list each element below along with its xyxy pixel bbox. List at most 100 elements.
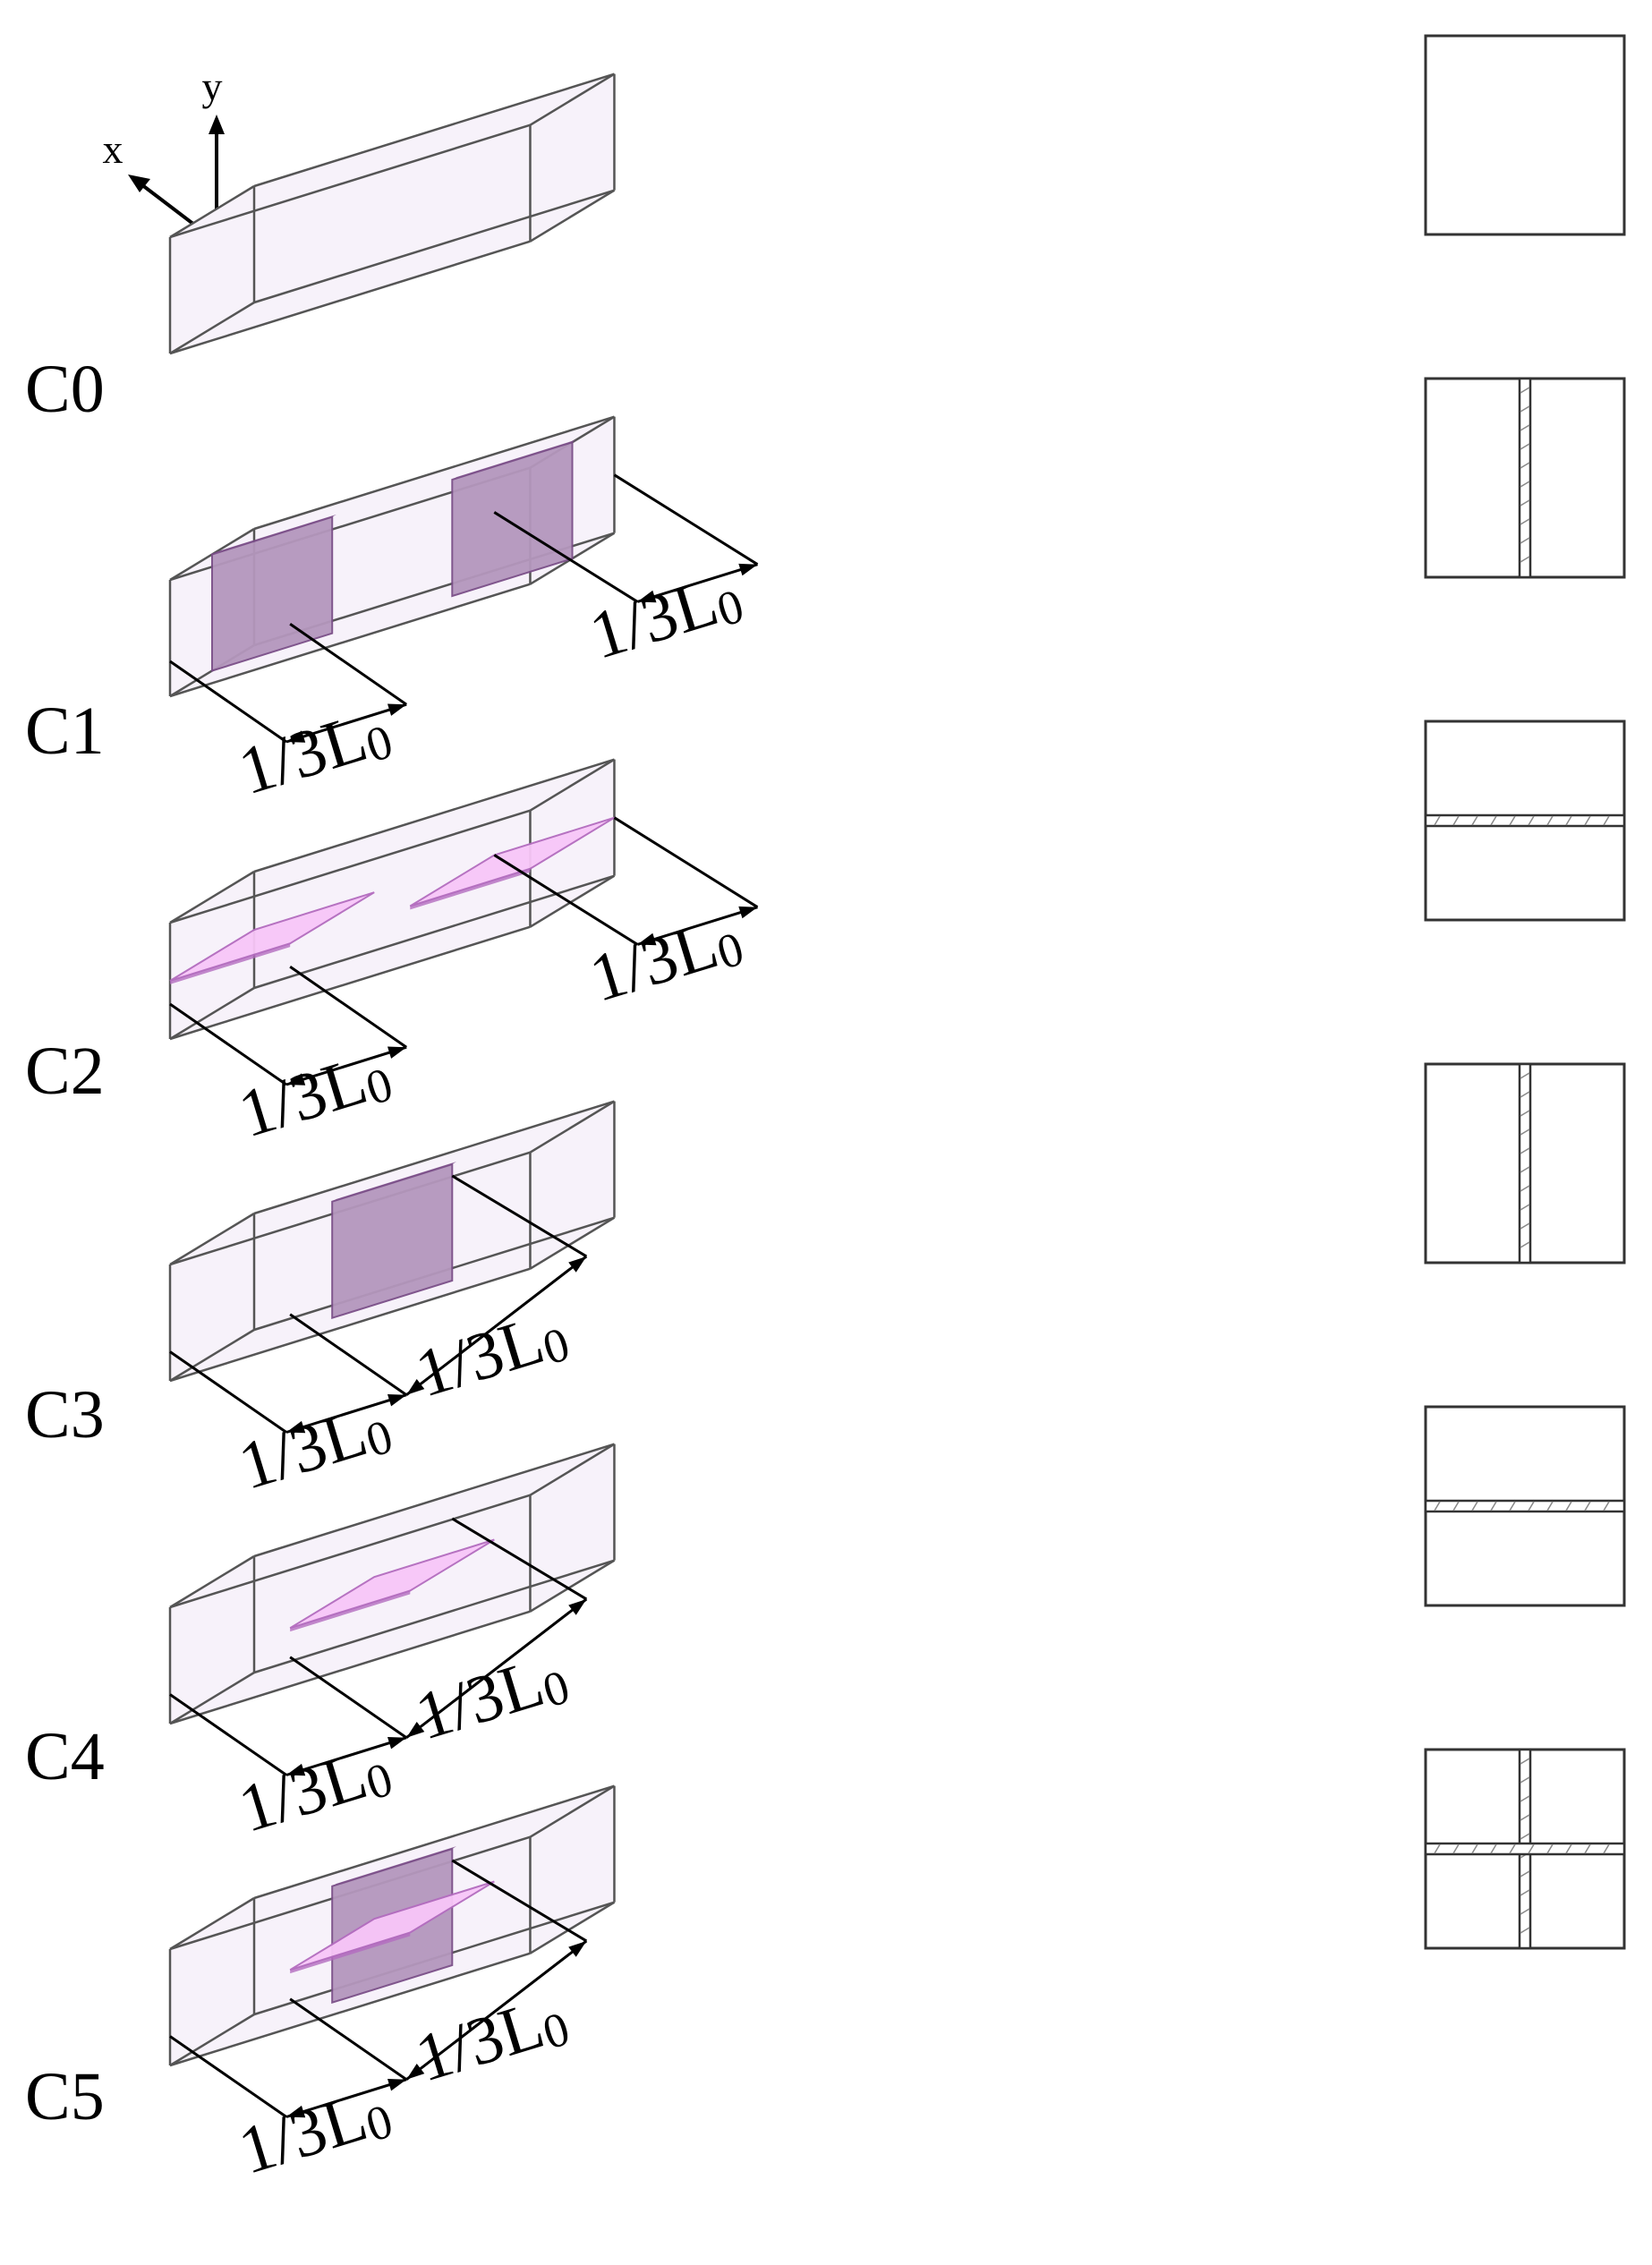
- hatch-line: [1603, 1501, 1610, 1511]
- hatch-line: [1520, 462, 1530, 469]
- dimension-arrow-head: [286, 1763, 306, 1776]
- hatch-line: [1520, 1908, 1530, 1915]
- hatch-line: [1520, 1758, 1530, 1765]
- extension-line: [169, 1693, 287, 1776]
- cross-section-c4: [1424, 1405, 1626, 1607]
- beam-edge: [169, 301, 255, 355]
- beam-edge: [169, 1671, 255, 1725]
- beam-edge: [169, 240, 531, 355]
- dimension-arrow-head: [568, 1599, 587, 1615]
- dimension-arrow-line: [405, 1255, 588, 1396]
- hatch-line: [1520, 1870, 1530, 1878]
- hatch-line: [1520, 1166, 1530, 1173]
- case-label-c4: C4: [25, 1719, 105, 1794]
- beam-fill: [170, 73, 615, 353]
- beam-edge: [529, 1559, 616, 1613]
- beam-edge: [169, 1267, 531, 1383]
- beam-edge: [529, 1784, 616, 1838]
- hatch-line: [1509, 1501, 1516, 1511]
- beam-edge: [169, 1554, 255, 1609]
- cross-section-horizontal-plate: [1424, 1842, 1626, 1856]
- hatch-line: [1490, 815, 1497, 826]
- dimension-arrow-head: [637, 932, 657, 946]
- hatch-line: [1520, 1185, 1530, 1192]
- beam-box: [168, 72, 616, 355]
- beam-edge: [169, 184, 255, 239]
- horizontal-plate-edge: [290, 1590, 411, 1632]
- beam-edge: [529, 1216, 616, 1270]
- cross-section-horizontal-plate: [1424, 1499, 1626, 1513]
- hatch-line: [1520, 1241, 1530, 1248]
- dimension-arrow-head: [286, 2105, 306, 2118]
- hatch-line: [1434, 1844, 1441, 1854]
- dimension-arrow-head: [568, 1941, 587, 1957]
- extension-line: [289, 965, 408, 1049]
- hatch-line: [1520, 1795, 1530, 1802]
- beam-edge: [253, 189, 615, 304]
- extension-line: [169, 2035, 287, 2118]
- hatch-line: [1528, 1501, 1535, 1511]
- dimension-arrow: [636, 906, 758, 946]
- hatch-line: [1452, 1501, 1460, 1511]
- dimension-arrow-head: [286, 1073, 306, 1086]
- hatch-line: [1509, 815, 1516, 826]
- dimension-arrow-line: [285, 1045, 407, 1086]
- beam-edge: [253, 72, 615, 188]
- hatch-line: [1520, 1889, 1530, 1896]
- beam-edge: [253, 415, 615, 531]
- dimension-label: 1/3L0: [407, 1638, 575, 1755]
- hatch-line: [1520, 518, 1530, 525]
- hatch-line: [1471, 1501, 1478, 1511]
- dimension-arrow-head: [637, 590, 657, 603]
- extension-line: [169, 660, 287, 744]
- hatch-line: [1520, 1110, 1530, 1117]
- cross-section-frame: [1424, 34, 1626, 236]
- beam-edge: [529, 874, 616, 928]
- hatch-line: [1520, 443, 1530, 450]
- dimension-arrow: [285, 1045, 407, 1086]
- horizontal-plate: [289, 1880, 495, 1971]
- hatch-line: [1565, 1501, 1572, 1511]
- beam-edge: [169, 1494, 531, 1609]
- cross-section-c0: [1424, 34, 1626, 236]
- hatch-line: [1520, 1927, 1530, 1934]
- dimension-arrow-head: [406, 1379, 425, 1395]
- beam-edge: [169, 925, 531, 1041]
- beam-edge: [169, 583, 531, 698]
- dimension-arrow: [405, 1255, 588, 1396]
- beam-fill: [170, 759, 615, 1039]
- hatch-line: [1584, 1844, 1591, 1854]
- hatch-line: [1520, 1091, 1530, 1098]
- dimension-arrow-head: [387, 703, 407, 716]
- beam-edge: [529, 72, 616, 126]
- extension-line: [493, 511, 639, 603]
- beam-box: [168, 758, 616, 1041]
- hatch-line: [1520, 1072, 1530, 1079]
- dimension-arrow: [636, 563, 758, 603]
- case-label-c1: C1: [25, 694, 105, 769]
- beam-edge: [529, 758, 616, 812]
- extension-line: [451, 1517, 588, 1601]
- extension-line: [289, 1656, 408, 1739]
- case-label-c3: C3: [25, 1377, 105, 1452]
- dimension-arrow: [405, 1597, 588, 1739]
- hatch-line: [1509, 1844, 1516, 1854]
- case-c0: [168, 72, 616, 355]
- dimension-arrow-line: [636, 563, 758, 603]
- hatch-line: [1471, 815, 1478, 826]
- cross-sections: [1424, 34, 1626, 1950]
- hatch-line: [1490, 1501, 1497, 1511]
- extension-line: [169, 1350, 287, 1434]
- beam-edge: [169, 2013, 255, 2067]
- hatch-line: [1565, 1844, 1572, 1854]
- horizontal-plate-edge: [290, 1932, 411, 1974]
- hatch-line: [1520, 1147, 1530, 1154]
- dimension-arrow: [285, 1736, 407, 1776]
- hatch-line: [1546, 815, 1554, 826]
- hatch-line: [1520, 405, 1530, 413]
